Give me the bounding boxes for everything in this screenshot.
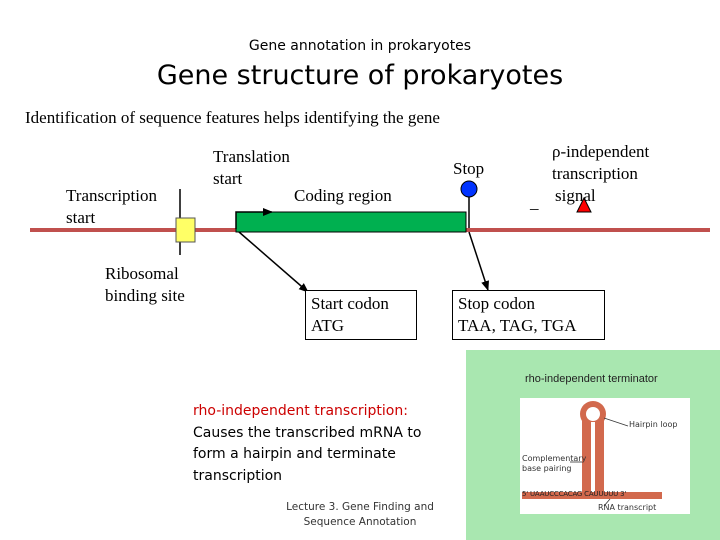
ribosomal-line-1: Ribosomal xyxy=(105,264,179,283)
rho-signal-line-1: ρ-independent xyxy=(552,142,650,161)
transcription-start-line-1: Transcription xyxy=(66,186,157,205)
slide-subtitle: Identification of sequence features help… xyxy=(25,108,440,127)
coding-region-label: Coding region xyxy=(294,186,392,205)
hairpin-figure xyxy=(520,398,690,514)
rho-note-heading: rho-independent transcription: xyxy=(193,403,408,419)
hairpin-loop-hole xyxy=(586,407,600,421)
translation-start-label: Translation start xyxy=(213,146,290,190)
coding-region-box xyxy=(235,211,467,233)
complementary-line-2: base pairing xyxy=(522,464,572,473)
translation-start-line-2: start xyxy=(213,169,243,188)
ribosomal-binding-site-label: Ribosomal binding site xyxy=(105,263,185,307)
stop-codon-value: TAA, TAG, TGA xyxy=(458,316,577,335)
complementary-label: Complementary base pairing xyxy=(522,454,586,474)
translation-start-arrow xyxy=(235,208,273,229)
translation-start-line-1: Translation xyxy=(213,147,290,166)
ribosomal-binding-site-box xyxy=(175,217,196,243)
hairpin-stem-gap xyxy=(591,422,595,496)
dash-mark: _ xyxy=(530,193,539,212)
hairpin-loop-label: Hairpin loop xyxy=(629,420,678,429)
start-codon-box: Start codon ATG xyxy=(305,290,417,340)
rho-signal-label: ρ-independent transcription signal xyxy=(552,141,649,207)
slide-caption: Gene annotation in prokaryotes xyxy=(248,38,472,54)
rho-signal-line-3: signal xyxy=(555,186,596,205)
ribosomal-line-2: binding site xyxy=(105,286,185,305)
stop-label: Stop xyxy=(453,159,485,178)
start-codon-pointer xyxy=(238,231,309,293)
slide-footer: Lecture 3. Gene Finding and Sequence Ann… xyxy=(286,501,434,528)
start-codon-value: ATG xyxy=(311,316,345,335)
transcript-pointer xyxy=(603,498,611,507)
rho-note: rho-independent transcription: Causes th… xyxy=(193,401,453,487)
transcription-start-label: Transcription start xyxy=(66,185,157,229)
rna-sequence: 5' UAAUCCCACAG CAUUUUU 3' xyxy=(522,490,627,498)
rna-strand xyxy=(522,492,662,499)
slide-title: Gene structure of prokaryotes xyxy=(156,60,564,91)
rho-note-body: Causes the transcribed mRNA to form a ha… xyxy=(193,424,422,484)
rho-signal-triangle xyxy=(576,196,592,213)
stop-codon-box: Stop codon TAA, TAG, TGA xyxy=(452,290,605,340)
rna-transcript-label: RNA transcript xyxy=(598,503,657,512)
rho-signal-line-2: transcription xyxy=(552,164,638,183)
stop-codon-pointer xyxy=(468,231,489,291)
complementary-line-1: Complementary xyxy=(522,454,587,463)
transcription-start-line-2: start xyxy=(66,208,96,227)
stop-codon-heading: Stop codon xyxy=(458,294,535,313)
hairpin-loop-pointer xyxy=(603,417,629,427)
start-codon-heading: Start codon xyxy=(311,294,389,313)
inset-caption: rho-independent terminator xyxy=(525,373,658,385)
stop-circle xyxy=(460,180,478,198)
